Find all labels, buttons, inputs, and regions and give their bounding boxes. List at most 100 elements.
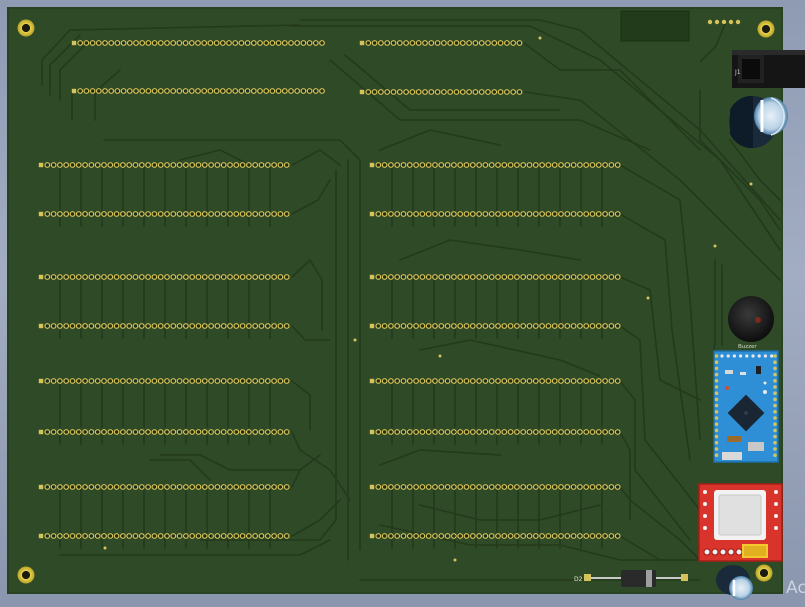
pad [219,88,226,94]
capacitor-icon[interactable] [716,565,753,600]
trace [199,169,337,541]
pad [94,211,101,217]
trace [619,325,701,511]
pad [539,274,545,280]
pad [170,88,177,94]
pad [170,211,177,217]
pad [570,162,577,168]
pad [250,40,257,46]
pad [101,211,107,217]
pad [63,274,70,280]
pad [88,162,95,168]
pad [507,533,514,539]
pad [539,323,545,329]
pad [583,162,590,168]
pad [375,378,382,384]
pad [233,274,240,280]
pad [226,88,232,94]
pad [545,323,552,329]
pad [488,533,495,539]
pin [703,514,707,518]
pad [614,533,621,539]
pad [419,484,426,490]
pad [245,162,252,168]
pin [773,397,777,402]
pad [476,429,483,435]
pad [208,323,215,329]
pad [277,323,284,329]
pad [107,378,114,384]
pad [102,40,108,46]
chip-icon[interactable] [620,10,690,42]
pad [138,162,145,168]
pad [488,323,495,329]
pad [595,162,602,168]
pin [773,391,777,396]
pin [773,403,777,408]
pad [388,211,394,217]
pad [101,162,107,168]
capacitor-icon[interactable] [729,95,788,149]
pad [504,40,510,46]
pad [157,533,164,539]
pad [132,162,139,168]
pad [139,88,146,94]
pad [545,162,552,168]
microcontroller-board-icon[interactable] [713,350,779,463]
pad [394,162,401,168]
pad [371,89,378,95]
pad [614,323,621,329]
pad [82,378,88,384]
pad [145,484,152,490]
pad [520,211,527,217]
pad [220,378,227,384]
pad [451,274,457,280]
diode-icon[interactable]: D2 [574,570,688,587]
pad [432,274,438,280]
pad [602,211,608,217]
trace [419,339,601,377]
buzzer-icon[interactable]: Buzzer [728,296,774,350]
pad [388,323,394,329]
pad [369,533,375,539]
pad [264,429,271,435]
pad [570,211,577,217]
pad [381,484,388,490]
sim-module-icon[interactable] [698,483,783,562]
pad [271,211,278,217]
pad [151,429,158,435]
pad [145,323,152,329]
pad [233,378,240,384]
pad [388,274,394,280]
pin [714,379,719,383]
pad [258,429,265,435]
pad [476,533,483,539]
pad [271,429,278,435]
pad [453,40,460,46]
pad [463,323,470,329]
pad [438,533,445,539]
trace [59,39,91,101]
pad [602,162,608,168]
pad [406,533,413,539]
pad [176,274,183,280]
pad [119,533,126,539]
pin [714,391,719,396]
trace [329,59,651,151]
pad [281,88,288,94]
pad [283,533,290,539]
pad [608,429,615,435]
pad [369,274,375,280]
pad [501,484,508,490]
pad [614,429,621,435]
pad [306,40,313,46]
pad [138,484,145,490]
pad [359,40,365,46]
pad [476,323,483,329]
barrel-jack-icon[interactable]: J1 [732,50,805,88]
pad [444,162,451,168]
pad [413,429,420,435]
pad [75,484,82,490]
pad [595,274,602,280]
